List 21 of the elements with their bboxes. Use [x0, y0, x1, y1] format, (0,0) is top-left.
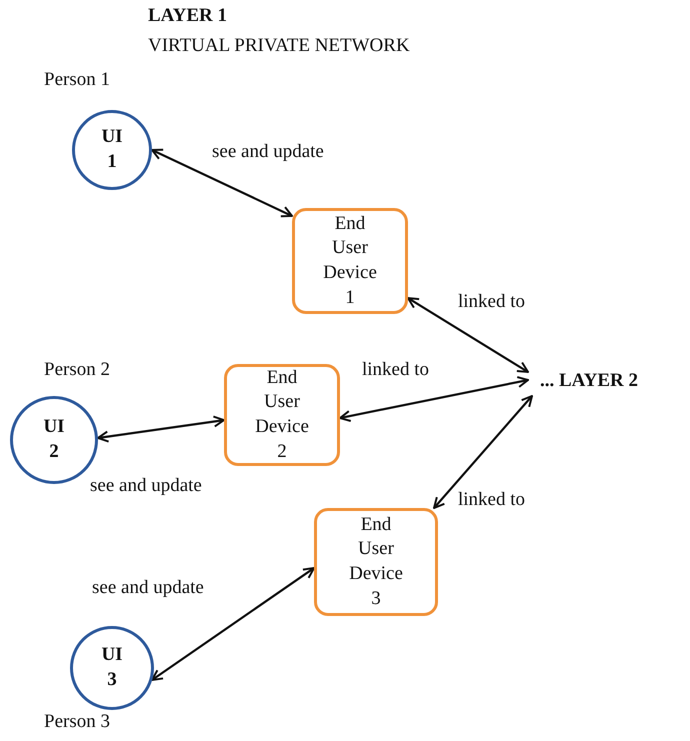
person-label: Person 3	[44, 710, 110, 734]
ui-label: UI 1	[100, 125, 124, 174]
device-label: End User Device 2	[254, 366, 310, 464]
arrow	[339, 376, 529, 422]
arrow	[151, 148, 293, 218]
arrow	[97, 416, 225, 443]
layer-label: ... LAYER 2	[540, 368, 638, 393]
person-label: Person 1	[44, 68, 110, 92]
arrow	[433, 395, 533, 509]
person-label: Person 2	[44, 358, 110, 382]
device-label: End User Device 1	[322, 212, 378, 310]
device-box	[224, 364, 340, 466]
ui-label: UI 2	[42, 415, 66, 464]
ui-label: UI 3	[100, 643, 124, 692]
device-box	[314, 508, 438, 616]
title: LAYER 1	[148, 4, 228, 28]
device-label: End User Device 3	[348, 512, 404, 611]
device-box	[292, 208, 408, 314]
subtitle: VIRTUAL PRIVATE NETWORK	[148, 34, 410, 58]
arrow	[150, 567, 315, 681]
arrow	[407, 297, 529, 373]
